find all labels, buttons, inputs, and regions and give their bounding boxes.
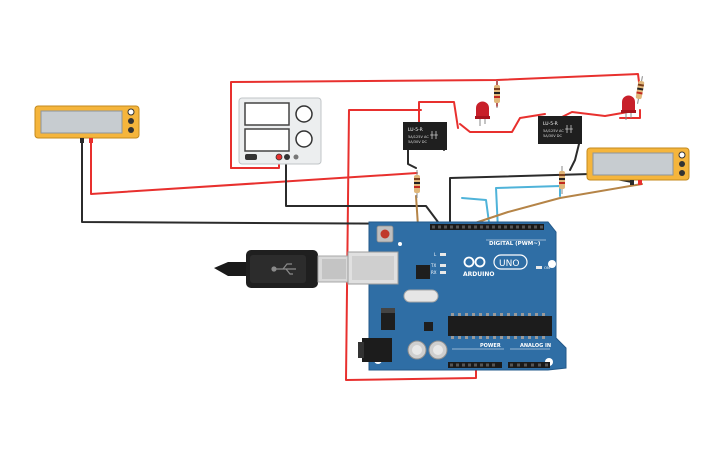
arduino-brand-text: ARDUINO	[463, 271, 494, 278]
wire-brown-1[interactable]	[453, 183, 643, 231]
usb-cable[interactable]	[214, 250, 351, 288]
relay-1[interactable]: LU-5-R 5A/125V AC 5A/30V DC	[403, 122, 447, 150]
multimeter-left-display	[40, 110, 123, 134]
led-on-label: ON	[544, 265, 550, 270]
power-supply-display-voltage	[244, 102, 290, 126]
power-supply[interactable]	[238, 97, 322, 165]
led-tx-label: TX	[430, 263, 436, 268]
dc-power-jack[interactable]	[362, 338, 392, 362]
relay-1-rating-1: 5A/125V AC	[408, 135, 429, 139]
resistors	[414, 76, 645, 198]
power-supply-knob-voltage[interactable]	[295, 105, 313, 123]
multimeter-right-jack-3[interactable]	[679, 170, 685, 176]
power-supply-terminal-pos[interactable]	[275, 153, 283, 161]
wire-red-led2[interactable]	[559, 111, 629, 119]
analog-header[interactable]	[508, 362, 550, 368]
wire-black-psu[interactable]	[285, 157, 445, 231]
usb-controller-chip	[416, 265, 430, 279]
resistor-middle-left[interactable]	[414, 170, 420, 198]
multimeter-left-probe-black[interactable]	[80, 138, 84, 143]
multimeter-right-jack-1[interactable]	[678, 151, 686, 159]
led-l-label: L	[434, 252, 437, 257]
wire-black-relay2[interactable]	[569, 139, 581, 171]
multimeter-left[interactable]	[34, 105, 140, 143]
multimeter-left-jack-3[interactable]	[128, 127, 134, 133]
wire-black-relay1-bot[interactable]	[407, 147, 417, 169]
resistor-middle-right[interactable]	[559, 166, 565, 194]
relay-2-title: LU-5-R	[543, 121, 558, 127]
usb-cable-strain-relief	[214, 262, 248, 276]
wire-red-power-loop[interactable]	[345, 109, 477, 381]
multimeter-right[interactable]	[586, 147, 690, 185]
voltage-regulator	[381, 312, 395, 330]
resistor-top-middle[interactable]	[494, 80, 500, 108]
led-red-2[interactable]	[621, 95, 636, 120]
led-l-indicator	[440, 253, 446, 256]
leds	[475, 95, 636, 127]
usb-symbol-icon	[271, 263, 296, 275]
relay-2-rating-1: 5A/125V AC	[543, 129, 564, 133]
wire-brown-2[interactable]	[415, 195, 419, 227]
crystal-oscillator	[403, 289, 439, 303]
multimeter-right-probe-black[interactable]	[630, 180, 634, 185]
relay-2[interactable]: LU-5-R 5A/125V AC 5A/30V DC	[538, 116, 582, 144]
arduino-infinity-logo	[463, 256, 486, 268]
resistor-top-right[interactable]	[635, 76, 646, 105]
wire-red-relay-link[interactable]	[459, 113, 546, 133]
small-ic	[424, 322, 433, 331]
multimeter-left-jack-1[interactable]	[127, 108, 135, 116]
wire-red-relay1-top[interactable]	[418, 101, 459, 129]
analog-header-label: ANALOG IN	[520, 343, 551, 349]
wire-blue-2[interactable]	[495, 185, 561, 231]
power-supply-knob-current[interactable]	[295, 130, 313, 148]
relay-2-symbol	[565, 125, 573, 133]
wire-red-resistor-right[interactable]	[619, 109, 641, 119]
multimeter-left-probe-red[interactable]	[89, 138, 93, 143]
led-rx-label: RX	[431, 270, 437, 275]
multimeter-right-display	[592, 152, 674, 176]
digital-header-pins	[432, 225, 543, 229]
led-on-indicator	[536, 266, 542, 269]
relay-2-rating-2: 5A/30V DC	[543, 134, 562, 138]
relay-1-title: LU-5-R	[408, 127, 423, 133]
multimeter-left-jack-2[interactable]	[128, 118, 134, 124]
uno-badge-frame	[493, 254, 528, 270]
led-red-1[interactable]	[475, 101, 490, 127]
power-supply-terminal-neg[interactable]	[284, 154, 290, 160]
arduino-uno-board[interactable]: DIGITAL (PWM~) L TX RX ARDUINO UNO ON	[347, 221, 567, 371]
power-supply-terminal-gnd[interactable]	[293, 154, 299, 160]
multimeter-right-jack-2[interactable]	[679, 161, 685, 167]
wire-blue-1[interactable]	[461, 197, 491, 231]
led-tx-indicator	[440, 264, 446, 267]
atmega-microcontroller	[448, 316, 552, 336]
power-supply-display-current	[244, 128, 290, 152]
relay-1-symbol	[430, 131, 438, 139]
power-header-label: POWER	[480, 343, 501, 349]
digital-header-label: DIGITAL (PWM~)	[489, 241, 541, 247]
power-supply-switch[interactable]	[245, 154, 257, 160]
led-rx-indicator	[440, 271, 446, 274]
multimeter-right-probe-red[interactable]	[638, 180, 642, 185]
wire-red-meter-psu[interactable]	[90, 140, 418, 195]
relay-1-rating-2: 5A/30V DC	[408, 140, 427, 144]
uno-model-text: UNO	[499, 259, 519, 269]
